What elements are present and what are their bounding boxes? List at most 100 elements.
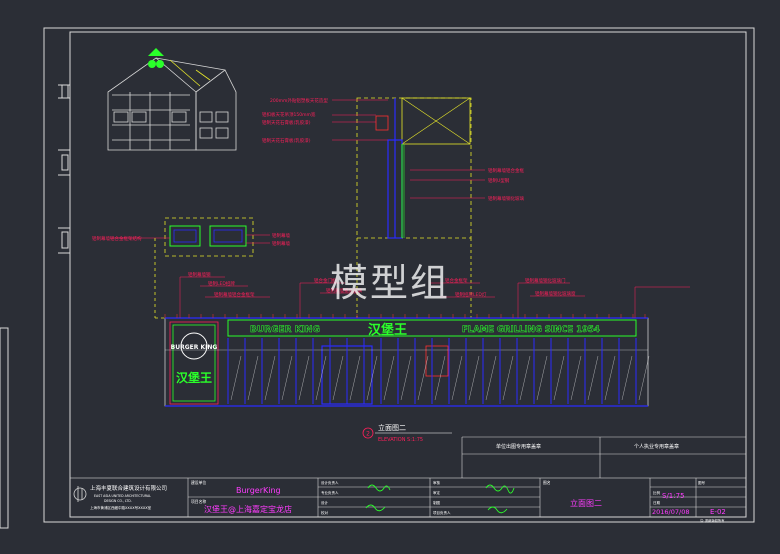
glass-hatch (247, 355, 259, 401)
glass-hatch (638, 355, 650, 401)
elev-label-6: 铝合金框架 (445, 277, 468, 284)
plan-detail (110, 217, 270, 257)
glass-hatch (315, 355, 327, 401)
glass-hatch (451, 355, 463, 401)
project-name: 汉堡王@上海嘉定宝龙店 (204, 504, 292, 514)
elev-label-8: 铝制幕墙钢化玻璃门 (525, 277, 566, 284)
glass-hatch (502, 355, 514, 401)
section-label-5: 铝制幕墙铝合金框 (488, 167, 524, 174)
seal-unit: 单位出图专用章盖章 (496, 443, 541, 450)
glass-hatch (536, 355, 548, 401)
glass-hatch (519, 355, 531, 401)
glass-hatch (349, 355, 361, 401)
glass-hatch (400, 355, 412, 401)
section-labels: 200mm外贴铝塑板天花造型 铝扣板天花吊顶150mm宽 铝制天花石膏板(乳胶漆… (262, 97, 524, 202)
elevation-mullions (227, 338, 650, 404)
date-value: 2016/07/08 (652, 508, 689, 516)
glass-hatch (298, 355, 310, 401)
sheet-number: E-02 (710, 508, 726, 516)
plan-label-right-1: 铝制幕墙 (272, 232, 290, 239)
glass-hatch (366, 355, 378, 401)
client-name: BurgerKing (236, 486, 281, 495)
watermark: 模型组 (330, 261, 451, 305)
section-label-3: 铝制天花石膏板(乳胶漆) (262, 119, 311, 126)
firm-name-en-2: DESIGN CO., LTD. (104, 499, 132, 503)
firm-address: 上海市黄浦区西藏中路XXXX号XXXX室 (90, 505, 152, 510)
signage-cn: 汉堡王 (368, 322, 407, 338)
glass-hatch (621, 355, 633, 401)
glass-hatch (281, 355, 293, 401)
title-block (69, 436, 747, 518)
logo-sub: 汉堡王 (176, 370, 212, 385)
drawing-name: 立面图二 (570, 498, 602, 508)
role-4: 校对 (321, 510, 329, 515)
section-label-6: 铝制U型钢 (488, 177, 510, 184)
sheet-label: 图号 (698, 480, 706, 485)
glass-hatch (604, 355, 616, 401)
glass-hatch (332, 355, 344, 401)
elevation-labels: 铝制幕墙钢 铝制LED招牌 铝制幕墙铝合金框架 铝合金门框 铝制幕墙钢化玻璃 铝… (188, 271, 576, 298)
elevation-marker: 2 (366, 431, 370, 438)
elev-label-9: 铝制幕墙钢化玻璃窗 (535, 290, 576, 297)
glass-hatch (468, 355, 480, 401)
role-6: 审定 (433, 490, 441, 495)
glass-hatch (230, 355, 242, 401)
logo-icon: BURGER KING 汉堡王 (171, 332, 218, 385)
signatures (365, 484, 515, 514)
elev-label-2: 铝制LED招牌 (208, 280, 235, 287)
seal-personal: 个人执业专用章盖章 (634, 443, 679, 450)
role-7: 制图 (433, 500, 441, 505)
glass-hatch (485, 355, 497, 401)
project-label: 项目名称 (191, 499, 206, 504)
section-label-4: 铝制天花石膏板(乳胶漆) (262, 137, 311, 144)
role-3: 设计 (321, 500, 329, 505)
section-label-1: 200mm外贴铝塑板天花造型 (270, 97, 328, 104)
signage-left: BURGER KING (250, 325, 320, 335)
elevation-subtitle: ELEVATION S:1:75 (378, 437, 423, 443)
dimension-ticks (164, 314, 646, 318)
client-label: 建设单位 (191, 480, 206, 485)
plan-label-right-2: 铝制幕墙 (272, 240, 290, 247)
title-block-text: 上海丰夏联合建筑设计有限公司 EAST ASIA UNITED ARCHITEC… (90, 443, 726, 523)
plan-leader-lines (169, 59, 211, 87)
north-arrow-icon (148, 48, 164, 68)
section-label-7: 铝制幕墙钢化玻璃 (488, 195, 524, 202)
drawing-name-label: 图名 (543, 480, 551, 485)
elev-label-7: 铝制招牌LED灯 (455, 291, 487, 298)
section-annotations (332, 99, 485, 199)
elev-label-5: 铝制幕墙钢化玻璃 (326, 287, 362, 294)
adjacent-sheet-fragment (0, 327, 9, 529)
role-5: 审核 (433, 480, 441, 485)
binding-marks (58, 84, 70, 254)
glass-hatch (417, 355, 429, 401)
glass-hatch (570, 355, 582, 401)
glass-hatch (434, 355, 446, 401)
firm-name-en-1: EAST ASIA UNITED ARCHITECTURAL (94, 494, 151, 498)
plan-label-left: 铝制幕墙铝合金框架结构 (92, 235, 142, 242)
role-8: 项目负责人 (433, 510, 451, 515)
glass-hatch (264, 355, 276, 401)
role-2: 专业负责人 (321, 490, 339, 495)
glass-hatch (553, 355, 565, 401)
elevation-annotation-lines (179, 276, 690, 318)
section-detail (356, 97, 472, 239)
date-label: 日期 (653, 500, 661, 505)
floor-plan (107, 57, 237, 151)
scale-value: S/1:75 (662, 492, 685, 500)
logo-text: BURGER KING (171, 344, 218, 351)
glass-hatch (587, 355, 599, 401)
elevation-leaders (154, 238, 472, 319)
elevation-title: 立面图二 (378, 423, 406, 432)
section-label-2: 铝扣板天花吊顶150mm宽 (262, 111, 316, 118)
firm-name-cn: 上海丰夏联合建筑设计有限公司 (90, 484, 167, 492)
role-1: 设计负责人 (321, 480, 339, 485)
elev-label-1: 铝制幕墙钢 (188, 271, 211, 278)
glass-hatch (383, 355, 395, 401)
elevation-title-block: 2 立面图二 ELEVATION S:1:75 (362, 423, 452, 443)
firm-logo-icon (73, 486, 87, 502)
plan-detail-labels: 铝制幕墙铝合金框架结构 铝制幕墙 铝制幕墙 (92, 232, 290, 247)
signage-right: FLAME GRILLING SINCE 1954 (462, 325, 600, 335)
elev-label-3: 铝制幕墙铝合金框架 (214, 291, 255, 298)
scale-label: 比例 (653, 490, 661, 495)
